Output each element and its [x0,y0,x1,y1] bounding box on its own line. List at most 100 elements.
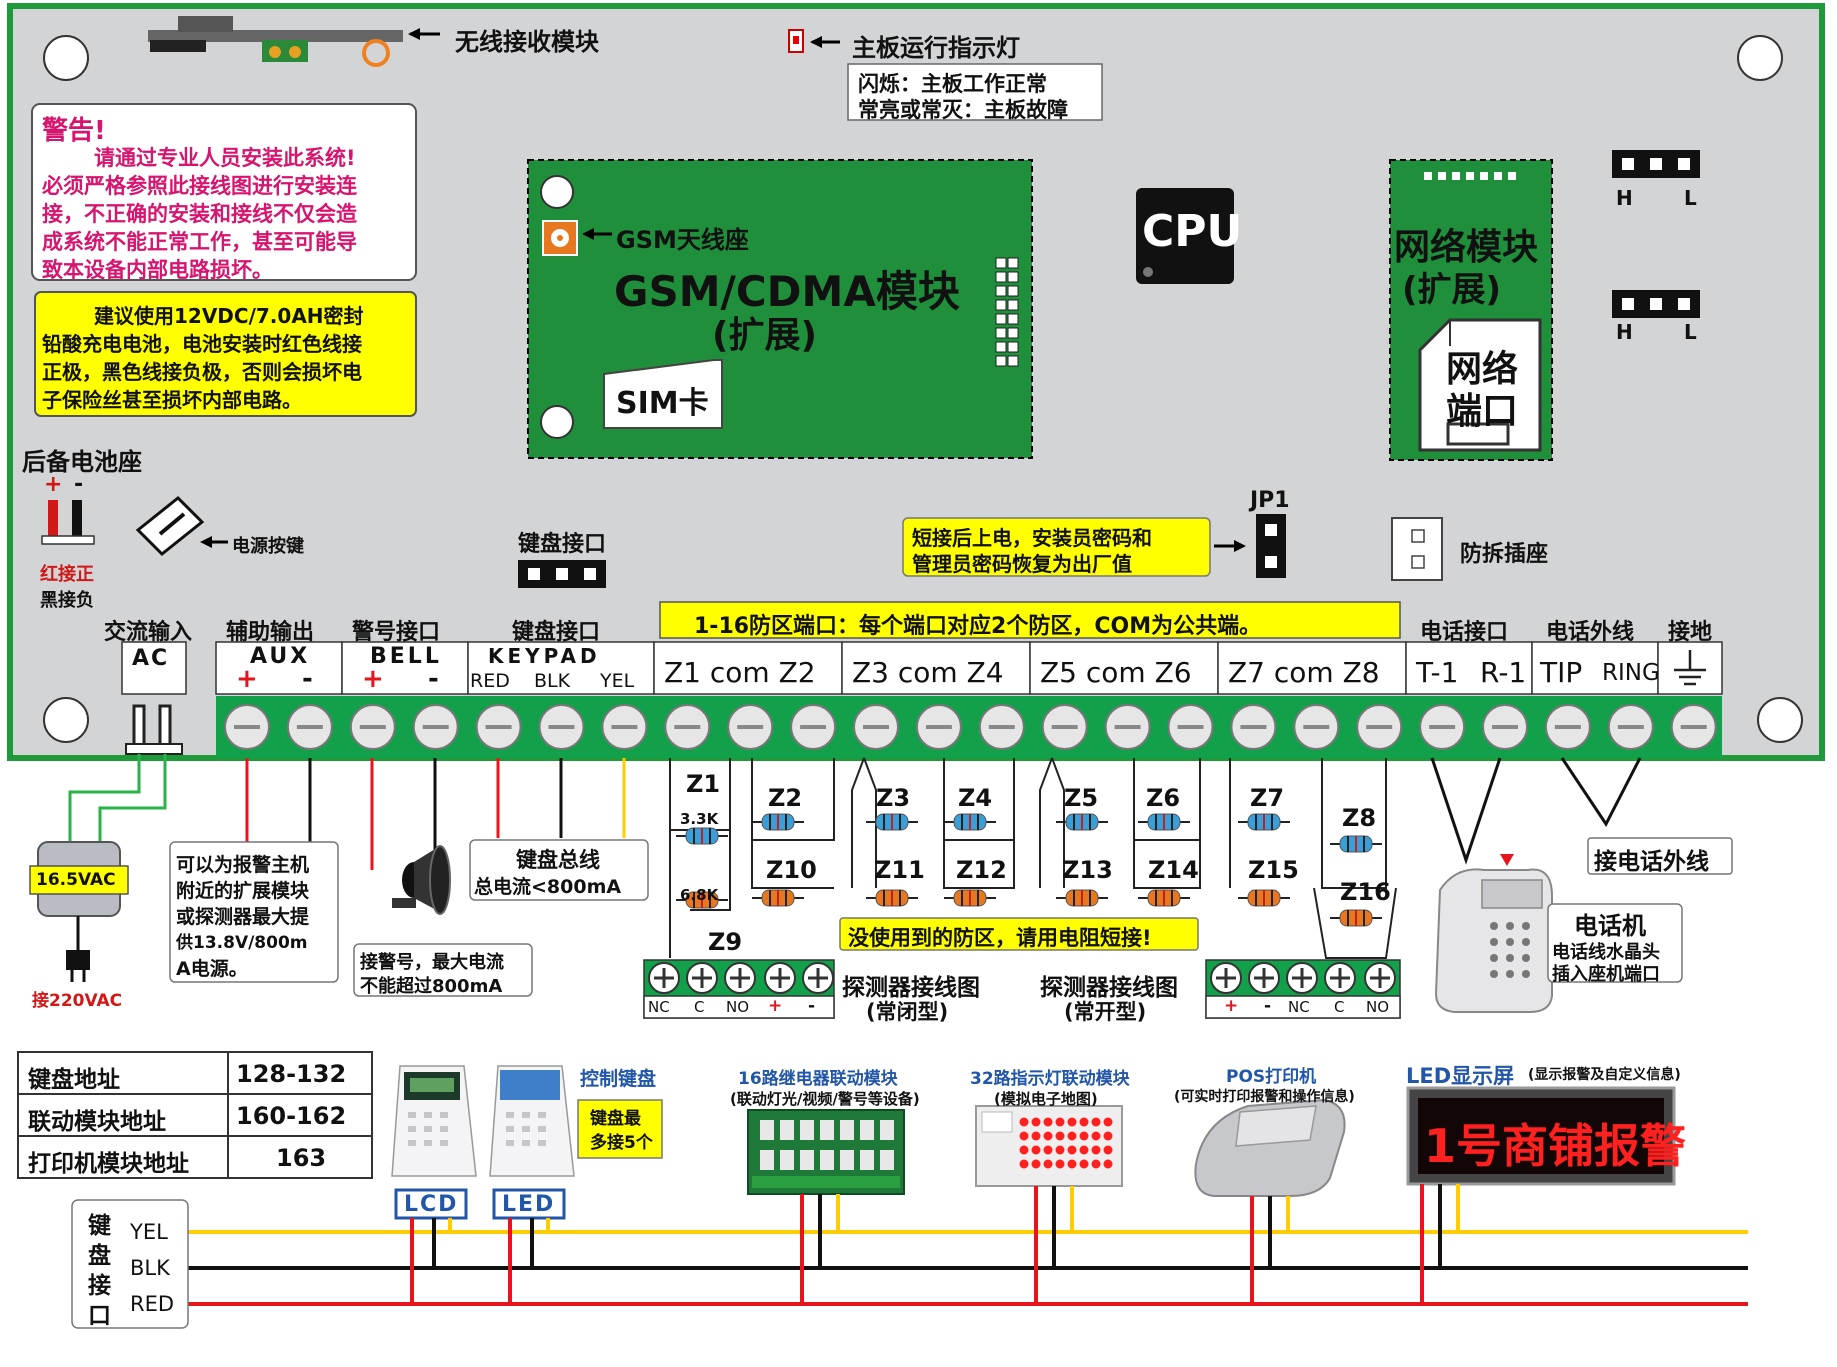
zone-label-z14: Z14 [1148,856,1199,884]
address-value-printer: 163 [276,1144,327,1172]
relay-module-sub: (联动灯光/视频/警号等设备) [730,1090,920,1108]
terminal-screw[interactable] [412,704,459,750]
battery-black-note: 黑接负 [40,590,94,611]
terminal-screw[interactable] [978,704,1025,750]
bus-yel-label: YEL [130,1220,168,1244]
battery-plus: + [44,472,63,497]
terminal-screw[interactable] [349,704,396,750]
terminal-screw[interactable] [1041,704,1088,750]
zone-label-z10: Z10 [766,856,817,884]
warning-line-2: 必须严格参照此接线图进行安装连 [42,174,357,198]
terminal-screw[interactable] [1230,704,1277,750]
terminal-screw[interactable] [790,704,837,750]
terminal-screw[interactable] [1670,704,1717,750]
indicator-led [1103,1145,1113,1155]
warning-line-1: 请通过专业人员安装此系统! [94,146,356,170]
indicator-led [1067,1117,1077,1127]
indicator-led [1103,1117,1113,1127]
terminal-screw[interactable] [1356,704,1403,750]
led-label-box [492,1188,566,1220]
phone-line-note-box [1587,837,1733,875]
phone-note-box [1547,903,1683,983]
indicator-module-icon [975,1105,1123,1187]
gsm-hole [540,405,574,439]
terminal-screw[interactable] [1607,704,1654,750]
keypad-bus-note-line-2: 总电流<800mA [474,876,622,898]
indicator-led [1091,1159,1101,1169]
relay-module-title: 16路继电器联动模块 [738,1069,898,1089]
indicator-led [1043,1117,1053,1127]
indicator-led [1031,1117,1041,1127]
terminal-screw[interactable] [727,704,774,750]
indicator-led [1055,1117,1065,1127]
ac-plug-icon [125,704,183,755]
hl-h-top: H [1616,186,1633,210]
keyboard-note-1: 键盘最 [590,1109,641,1129]
reset-note-line-1: 短接后上电，安装员密码和 [912,526,1152,550]
terminal-screw[interactable] [1482,704,1528,750]
terminal-screw[interactable] [1104,704,1151,750]
section-label-bell: 警号接口 [352,620,441,645]
keyboard-note-2: 多接5个 [590,1133,653,1153]
terminal-screw[interactable] [224,704,270,750]
keypad-bus-note-box [469,839,649,901]
indicator-led [1043,1145,1053,1155]
indicator-led [1031,1159,1041,1169]
run-led-icon [788,29,840,53]
siren-note-line-2: 不能超过800mA [360,976,503,997]
indicator-led [1043,1131,1053,1141]
detector-screw [1210,962,1242,994]
phone-desc-2: 插入座机端口 [1552,964,1660,985]
resistor-icon [1056,813,1108,831]
battery-note-line-4: 子保险丝甚至损坏内部电路。 [42,388,302,412]
aux-note-line-1: 可以为报警主机 [176,854,310,876]
indicator-led [1055,1145,1065,1155]
indicator-led [1079,1159,1089,1169]
terminal-screw[interactable] [286,704,333,750]
gsm-antenna-label: GSM天线座 [616,226,749,254]
bus-blk-label: BLK [130,1256,170,1280]
keypad-drops [410,1218,550,1304]
phone-label: 电话机 [1574,912,1646,940]
zone-label-z16: Z16 [1340,878,1391,906]
terminal-screw[interactable] [1419,704,1466,750]
header-tip: TIP [1540,656,1583,689]
terminal-screw[interactable] [538,704,585,750]
section-label-ac: 交流输入 [104,620,193,645]
detector-nc-label-minus: - [808,996,816,1016]
network-port-icon [1418,318,1542,452]
indicator-module-sub: (模拟电子地图) [994,1090,1098,1108]
terminal-screw[interactable] [664,704,711,750]
lcd-keypad-icon [391,1065,477,1177]
terminal-screw[interactable] [853,704,899,750]
header-zone-group-4: Z7 com Z8 [1228,656,1380,689]
header-keypad: KEYPAD [488,644,601,668]
warning-line-4: 成系统不能正常工作，甚至可能导 [42,230,357,254]
header-t1: T-1 [1416,656,1459,689]
pos-printer-icon [1194,1098,1346,1197]
resistor-3k3: 3.3K [680,810,719,828]
resistor-icon [752,813,804,831]
jp1-jumper-icon [1256,514,1286,578]
sim-card-label: SIM卡 [616,386,709,421]
terminal-screw[interactable] [475,704,522,750]
reset-note-line-2: 管理员密码恢复为出厂值 [912,552,1132,576]
terminal-screw[interactable] [1544,704,1591,750]
detector-nc-label-c: C [694,998,705,1016]
detector-screw [724,962,756,994]
indicator-led [1019,1117,1029,1127]
keypad-port-icon [518,560,606,588]
section-label-ground: 接地 [1668,620,1713,645]
terminal-screw[interactable] [915,704,962,750]
run-led-desc-2: 常亮或常灭：主板故障 [858,98,1068,122]
header-keypad-blk: BLK [534,670,571,692]
phone-desc-1: 电话线水晶头 [1552,942,1660,963]
bus-label-char-1: 键 [88,1213,111,1239]
keyboard-note-box [577,1099,663,1159]
terminal-screw[interactable] [601,704,648,750]
terminal-screw[interactable] [1293,704,1340,750]
siren-note-box [353,943,533,997]
mounting-hole [43,35,89,81]
keypad-buttons [408,1112,546,1146]
terminal-screw[interactable] [1167,704,1214,750]
